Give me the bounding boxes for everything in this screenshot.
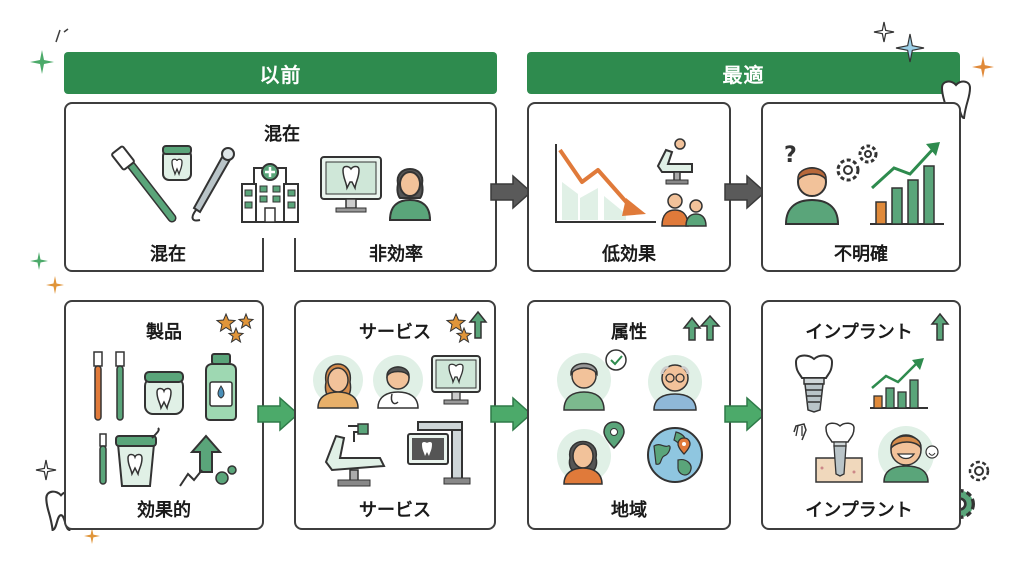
- globe-pin-icon: [647, 427, 703, 483]
- implant-panel: [761, 300, 961, 530]
- flow-arrow: [490, 174, 533, 210]
- up-arrows-icon: [682, 314, 721, 341]
- products-panel-title: 製品: [146, 322, 182, 343]
- svg-text:?: ?: [784, 143, 797, 168]
- mixed-panel-title: 混在: [264, 124, 300, 145]
- sparkle-icon: [35, 459, 57, 481]
- growth-chart-icon: [870, 358, 928, 409]
- low-effect-panel-label: 低効果: [602, 244, 656, 265]
- growth-arrow-icon: [179, 434, 237, 487]
- optimal-banner-label: 最適: [722, 62, 765, 87]
- gears-icon: [836, 144, 878, 182]
- elderly-woman-icon: [557, 349, 627, 411]
- woman-avatar-icon: [313, 355, 363, 409]
- sparkle-icon: [84, 528, 100, 544]
- sparkle-icon: [972, 56, 994, 78]
- sparkle-icon: [30, 50, 54, 74]
- receptionist-icon: [388, 168, 432, 221]
- dental-chair-icon: [656, 138, 693, 185]
- growth-chart-icon: [870, 142, 944, 225]
- flow-arrow: [724, 396, 767, 432]
- optimal-banner: 最適: [527, 52, 960, 94]
- sparkle-icon: [30, 252, 48, 270]
- mixed-panel-left-label: 混在: [150, 244, 186, 265]
- sparkle-icon: [46, 276, 64, 294]
- products-panel-label: 効果的: [137, 500, 191, 521]
- stars-icon: [215, 312, 255, 344]
- monitor-tooth-icon: [320, 156, 382, 213]
- water-flosser-icon: [115, 427, 160, 487]
- sparkle-icon: [873, 21, 895, 43]
- unclear-panel-label: 不明確: [834, 244, 888, 265]
- flow-arrow: [257, 396, 300, 432]
- elderly-man-icon: [648, 355, 702, 411]
- smiling-boy-icon: [878, 426, 939, 483]
- dental-handpiece-icon: [191, 147, 235, 222]
- implant-panel-title: インプラント: [805, 322, 913, 343]
- star-arrow-icon: [445, 310, 488, 344]
- dental-chair-icon: [324, 423, 386, 487]
- implant-icon: [794, 354, 834, 413]
- flow-arrow: [490, 396, 533, 432]
- monitor-tooth-icon: [431, 355, 481, 405]
- panel-divider: [262, 238, 264, 272]
- family-icon: [661, 193, 707, 227]
- panel-divider: [294, 238, 296, 272]
- interdental-brush-icon: [99, 433, 107, 485]
- mixed-panel-right-label: 非効率: [369, 244, 423, 265]
- before-banner: 以前: [64, 52, 497, 94]
- implant-procedure-icon: [793, 422, 863, 483]
- flow-arrow: [724, 174, 767, 210]
- toothbrushes-icon: [93, 351, 125, 421]
- before-banner-label: 以前: [259, 62, 302, 87]
- mouthwash-icon: [205, 353, 237, 421]
- toothbrush-icon: [111, 145, 177, 223]
- sparkle-icon: [55, 28, 69, 43]
- services-panel-label: サービス: [359, 500, 431, 521]
- services-panel-title: サービス: [359, 322, 431, 343]
- floss-icon: [162, 145, 192, 181]
- gear-icon: [968, 460, 990, 482]
- up-arrow-icon: [930, 312, 950, 341]
- woman-icon: [557, 421, 625, 485]
- confused-person-icon: ?: [784, 143, 840, 225]
- attributes-panel-title: 属性: [611, 322, 647, 343]
- xray-machine-icon: [407, 421, 471, 485]
- implant-panel-label: インプラント: [805, 500, 913, 521]
- dentist-avatar-icon: [373, 355, 423, 409]
- declining-chart-icon: [555, 144, 656, 223]
- hospital-icon: [241, 163, 299, 223]
- attributes-panel-label: 地域: [611, 500, 647, 521]
- panel-divider: [262, 238, 296, 276]
- floss-icon: [144, 371, 184, 415]
- sparkle-icon: [895, 33, 925, 63]
